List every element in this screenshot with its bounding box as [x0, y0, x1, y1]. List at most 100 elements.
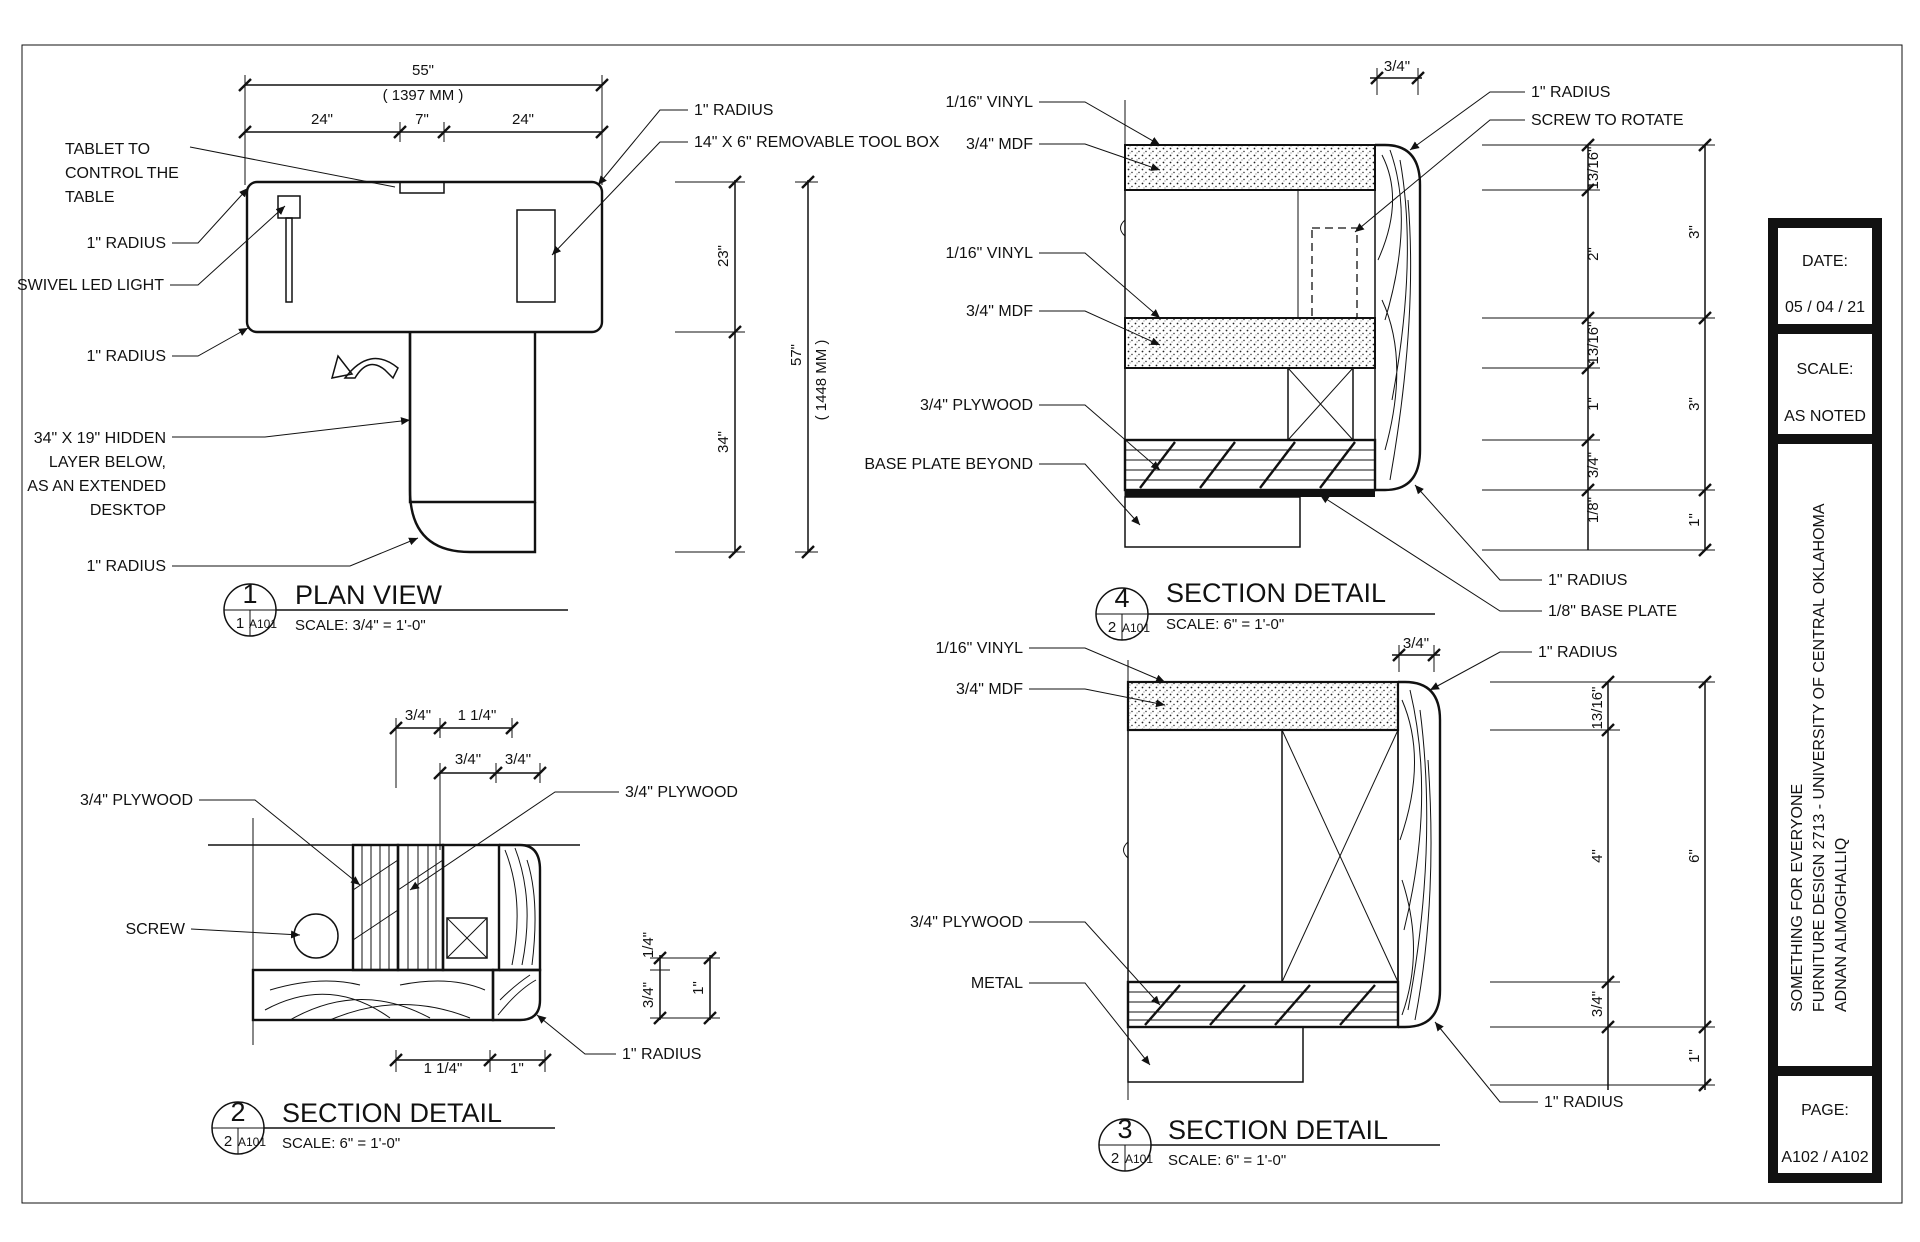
s3-dim-inner-0: 13/16" — [1589, 687, 1606, 730]
s2-dim-side-c: 1" — [690, 981, 707, 995]
s4-title: SECTION DETAIL — [1166, 578, 1386, 608]
s4-label-radius-top: 1" RADIUS — [1531, 84, 1610, 101]
dim-b: 7" — [415, 111, 429, 128]
s4-label-mdf-2: 3/4" MDF — [966, 303, 1033, 320]
s3-dim-top: 3/4" — [1403, 635, 1429, 652]
s4-ref-right: A101 — [1122, 621, 1150, 635]
label-toolbox: 14" X 6" REMOVABLE TOOL BOX — [694, 134, 940, 151]
s4-label-base-beyond: BASE PLATE BEYOND — [864, 456, 1033, 473]
label-swivel: SWIVEL LED LIGHT — [17, 277, 164, 294]
s3-dim-outer-1: 1" — [1686, 1049, 1703, 1063]
s3-title: SECTION DETAIL — [1168, 1115, 1388, 1145]
s3-scale: SCALE: 6" = 1'-0" — [1168, 1152, 1286, 1169]
s4-dim-top: 3/4" — [1384, 58, 1410, 75]
s4-label-vinyl-1: 1/16" VINYL — [945, 94, 1033, 111]
plan-view-title: PLAN VIEW — [295, 580, 443, 610]
s2-dim-side-b: 3/4" — [640, 982, 657, 1008]
dim-a: 24" — [311, 111, 333, 128]
page-value: A102 / A102 — [1781, 1149, 1868, 1166]
s4-dim-inner-5: 1/8" — [1585, 497, 1602, 523]
label-hidden-3: AS AN EXTENDED — [27, 478, 166, 495]
sheet-border — [21, 44, 1903, 1204]
s3-ref-left: 2 — [1111, 1150, 1119, 1167]
s2-dim-top-a: 3/4" — [405, 707, 431, 724]
s2-dim-bot-b: 1" — [510, 1060, 524, 1077]
tablet — [399, 181, 445, 194]
extended-desktop — [408, 332, 537, 554]
swivel-led-light — [277, 195, 301, 219]
dim-overall: 55" — [412, 62, 434, 79]
label-radius-b: 1" RADIUS — [87, 348, 166, 365]
s4-scale: SCALE: 6" = 1'-0" — [1166, 616, 1284, 633]
s4-label-vinyl-2: 1/16" VINYL — [945, 245, 1033, 262]
project-line-2: FURNITURE DESIGN 2713 - UNIVERSITY OF CE… — [1811, 503, 1828, 1012]
plan-view-scale: SCALE: 3/4" = 1'-0" — [295, 617, 426, 634]
dim-c: 24" — [512, 111, 534, 128]
plan-view-ref-left: 1 — [236, 615, 244, 632]
section-detail-3: 3/4" — [910, 635, 1715, 1172]
s2-label-radius: 1" RADIUS — [622, 1046, 701, 1063]
section-detail-4: 3/4" — [864, 58, 1715, 641]
screw-icon — [293, 913, 339, 959]
scale-value: AS NOTED — [1784, 408, 1866, 425]
dim-v-top: 23" — [715, 245, 732, 267]
s3-label-radius-top: 1" RADIUS — [1538, 644, 1617, 661]
s2-label-plywood-right: 3/4" PLYWOOD — [625, 784, 738, 801]
project-line-1: SOMETHING FOR EVERYONE — [1789, 784, 1806, 1012]
s4-number: 4 — [1114, 583, 1129, 613]
s4-dim-inner-4: 3/4" — [1585, 452, 1602, 478]
label-hidden-4: DESKTOP — [90, 502, 166, 519]
s4-label-plywood: 3/4" PLYWOOD — [920, 397, 1033, 414]
date-value: 05 / 04 / 21 — [1785, 299, 1865, 316]
s2-dim-top-b: 1 1/4" — [458, 707, 497, 724]
s2-number: 2 — [230, 1097, 245, 1127]
s4-label-base-plate: 1/8" BASE PLATE — [1548, 603, 1677, 620]
s2-label-plywood-left: 3/4" PLYWOOD — [80, 792, 193, 809]
s3-label-plywood: 3/4" PLYWOOD — [910, 914, 1023, 931]
s2-scale: SCALE: 6" = 1'-0" — [282, 1135, 400, 1152]
dim-v-total-mm: ( 1448 MM ) — [813, 340, 830, 421]
dim-v-total: 57" — [788, 344, 805, 366]
s2-dim-top-d: 3/4" — [505, 751, 531, 768]
rotate-arrow-icon — [343, 357, 399, 380]
s3-dim-inner-2: 3/4" — [1589, 991, 1606, 1017]
dim-v-bottom: 34" — [715, 431, 732, 453]
s4-dim-outer-0: 3" — [1686, 225, 1703, 239]
label-hidden-1: 34" X 19" HIDDEN — [34, 430, 166, 447]
label-radius-c: 1" RADIUS — [87, 558, 166, 575]
s4-label-mdf-1: 3/4" MDF — [966, 136, 1033, 153]
s3-ref-right: A101 — [1125, 1152, 1153, 1166]
dim-overall-mm: ( 1397 MM ) — [383, 87, 464, 104]
plan-view-number: 1 — [242, 579, 257, 609]
title-block: DATE: 05 / 04 / 21 SCALE: AS NOTED SOMET… — [1768, 218, 1882, 1183]
plan-view-ref-right: A101 — [249, 617, 277, 631]
s4-ref-left: 2 — [1108, 619, 1116, 636]
label-hidden-2: LAYER BELOW, — [49, 454, 166, 471]
label-radius-a: 1" RADIUS — [87, 235, 166, 252]
s3-label-radius-bottom: 1" RADIUS — [1544, 1094, 1623, 1111]
s3-label-vinyl: 1/16" VINYL — [935, 640, 1023, 657]
s4-label-screw-rotate: SCREW TO ROTATE — [1531, 112, 1684, 129]
s4-label-radius-bottom: 1" RADIUS — [1548, 572, 1627, 589]
s2-dim-bot-a: 1 1/4" — [424, 1060, 463, 1077]
page-label: PAGE: — [1801, 1102, 1849, 1119]
s4-dim-outer-1: 3" — [1686, 397, 1703, 411]
s2-label-screw: SCREW — [125, 921, 185, 938]
s2-dim-side-a: 1/4" — [640, 932, 657, 958]
s2-dim-top-c: 3/4" — [455, 751, 481, 768]
s2-title: SECTION DETAIL — [282, 1098, 502, 1128]
scale-label: SCALE: — [1797, 361, 1854, 378]
label-tablet-2: CONTROL THE — [65, 165, 179, 182]
section-detail-2: 3/4" 1 1/4" 3/4" 3/4" — [80, 707, 738, 1155]
date-label: DATE: — [1802, 253, 1848, 270]
label-tablet-3: TABLE — [65, 189, 115, 206]
label-radius-top: 1" RADIUS — [694, 102, 773, 119]
s3-label-mdf: 3/4" MDF — [956, 681, 1023, 698]
project-line-3: ADNAN ALMOGHALLIQ — [1833, 838, 1850, 1012]
s2-ref-left: 2 — [224, 1133, 232, 1150]
s3-label-metal: METAL — [971, 975, 1023, 992]
s3-dim-outer-0: 6" — [1686, 849, 1703, 863]
tool-box — [516, 209, 556, 303]
s4-dim-inner-3: 1" — [1585, 397, 1602, 411]
